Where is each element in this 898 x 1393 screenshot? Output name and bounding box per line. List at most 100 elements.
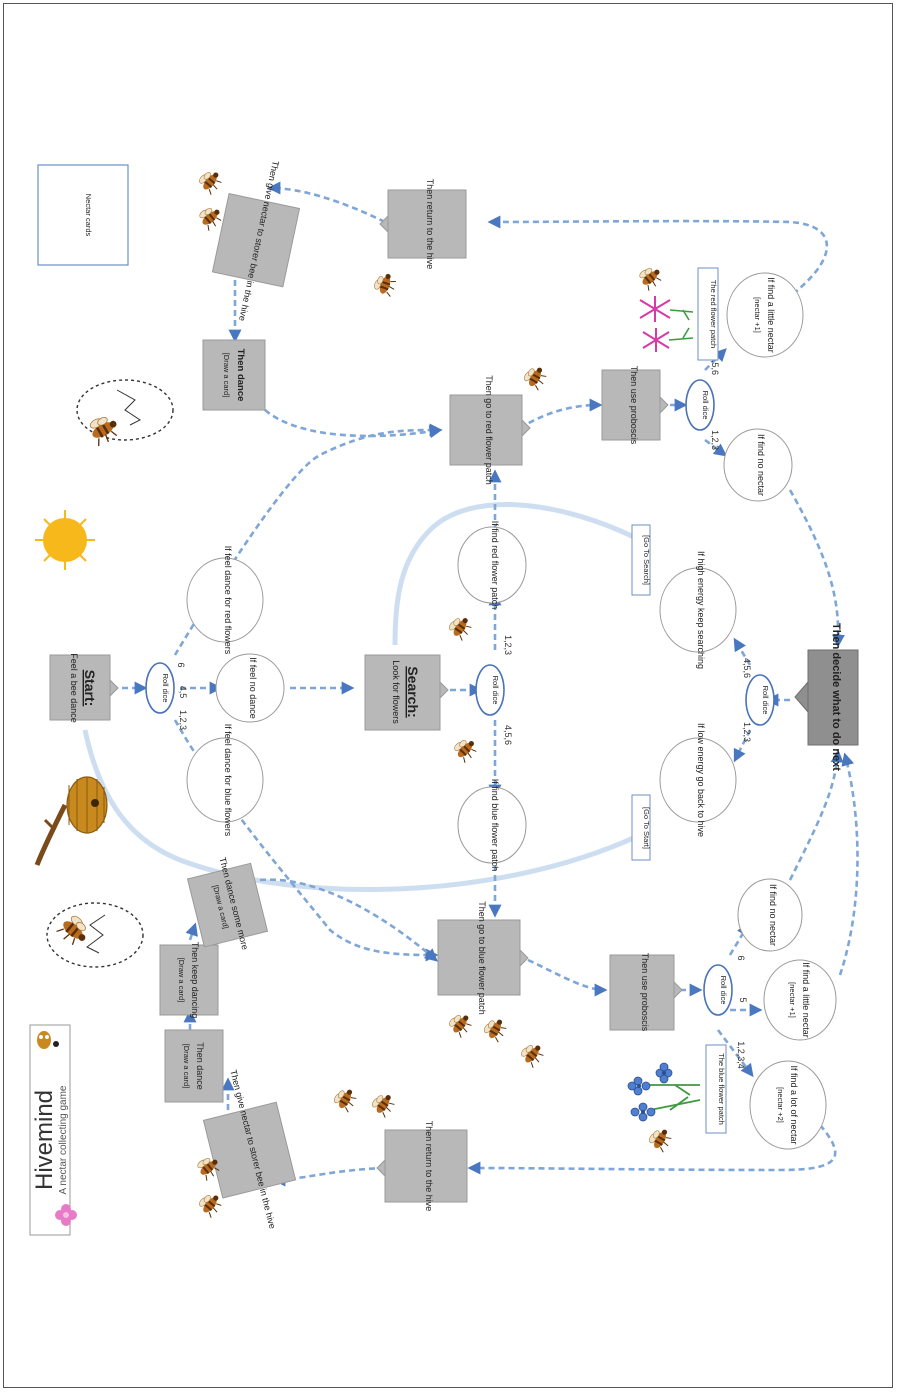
box-text: Then dance: [235, 349, 246, 402]
bee-icon: [518, 1039, 548, 1069]
dice-outcome: 1,2,3: [710, 430, 720, 450]
box-text: Then dance: [195, 1042, 205, 1090]
bee-icon: [446, 1009, 476, 1039]
start-node[interactable]: Start: Feel a bee dance: [49, 653, 119, 723]
search-heading: Search:: [405, 666, 421, 717]
bubble-text: If feel dance for blue flowers: [223, 724, 233, 837]
proboscis-red-box[interactable]: Then use proboscis: [601, 366, 669, 445]
dice-outcome: 4,5: [178, 686, 188, 699]
bee-icon: [196, 1189, 226, 1219]
link-text: [Go To Start]: [642, 807, 651, 849]
dice-label: Roll dice: [719, 976, 728, 1005]
blue-roll-dice[interactable]: Roll dice: [703, 964, 733, 1016]
nectar-tag: [nectar +1]: [753, 297, 762, 333]
bee-icon: [451, 734, 481, 764]
bee-icon: [481, 1014, 510, 1044]
nectar-cards-box[interactable]: Nectar cards: [37, 164, 129, 266]
nectar-tag: [nectar +1]: [788, 982, 797, 1018]
bubble-find-red: If find red flower patch: [457, 521, 527, 610]
search-roll-dice[interactable]: Roll dice: [475, 664, 505, 716]
bee-icon: [331, 1084, 360, 1114]
bubble-red-no-nectar: If find no nectar: [723, 428, 793, 502]
pink-flower-icon: [55, 1204, 77, 1226]
dance-bottom-box[interactable]: Then dance [Draw a card]: [164, 1029, 224, 1103]
bubble-text: If feel no dance: [248, 657, 258, 719]
start-heading: Start:: [82, 670, 98, 707]
page-border: [3, 3, 893, 1388]
dice-outcome: 4,5,6: [742, 658, 752, 678]
decide-node[interactable]: Then decide what to do next: [794, 623, 859, 771]
box-text: Then return to the hive: [425, 179, 435, 270]
dice-outcome: 5: [738, 997, 748, 1002]
dice-label: Roll dice: [491, 676, 500, 705]
card-tag: [Draw a card]: [182, 1044, 191, 1089]
dice-outcome: 4,5,6: [710, 355, 720, 375]
start-roll-dice[interactable]: Roll dice: [145, 662, 175, 714]
link-text: [Go To Search]: [642, 535, 651, 585]
bubble-feel-none: If feel no dance: [215, 653, 285, 723]
box-text: Then use proboscis: [640, 953, 650, 1032]
dice-outcome: 1,2,3,4: [736, 1041, 746, 1069]
start-text: Feel a bee dance: [69, 653, 79, 723]
card-tag: [Draw a card]: [222, 353, 231, 398]
dice-outcome: 1,2,3: [503, 635, 513, 655]
dance-more-box[interactable]: Then dance some more [Draw a card]: [184, 851, 270, 959]
bubble-high-energy: If high energy keep searching: [659, 551, 737, 669]
beehive-icon: [34, 776, 108, 866]
box-text: Then use proboscis: [629, 366, 639, 445]
dice-label: Roll dice: [161, 674, 170, 703]
blue-flower-icon: [627, 1062, 701, 1122]
subtitle-text: A nectar collecting game: [58, 1085, 69, 1194]
blue-patch-label: The blue flower patch: [705, 1044, 727, 1134]
bee-icon: [372, 270, 399, 298]
bubble-find-blue: If find blue flower patch: [457, 779, 527, 871]
keep-dancing-box[interactable]: Then keep dancing [Draw a card]: [159, 942, 219, 1019]
bee-icon: [196, 202, 226, 232]
bubble-text: If low energy go back to hive: [696, 723, 706, 837]
patch-label-text: The blue flower patch: [717, 1053, 726, 1125]
bee-icon: [636, 262, 666, 292]
bubble-blue-lot: If find a lot of nectar [nectar +2]: [749, 1060, 827, 1150]
search-text: Look for flowers: [391, 660, 401, 724]
dice-outcome: 6: [176, 662, 186, 667]
patch-label-text: The red flower patch: [709, 280, 718, 348]
dice-label: Roll dice: [761, 686, 770, 715]
proboscis-blue-box[interactable]: Then use proboscis: [609, 953, 683, 1032]
decide-roll-dice[interactable]: Roll dice: [745, 674, 775, 726]
nectar-tag: [nectar +2]: [776, 1087, 785, 1123]
bubble-blue-little: If find a little nectar [nectar +1]: [763, 959, 837, 1041]
bubble-low-energy: If low energy go back to hive: [659, 723, 737, 837]
bee-icon: [446, 612, 476, 642]
box-text: Then return to the hive: [424, 1121, 434, 1212]
return-bottom-box[interactable]: Then return to the hive: [376, 1121, 468, 1212]
go-blue-box[interactable]: Then go to blue flower patch: [437, 901, 529, 1015]
dice-outcome: 1,2,3: [742, 722, 752, 742]
dice-outcome: 1,2,3: [178, 710, 188, 730]
search-node[interactable]: Search: Look for flowers: [364, 654, 449, 731]
bee-icon: [369, 1089, 399, 1119]
nectar-cards-label: Nectar cards: [84, 194, 93, 237]
dance-top-box[interactable]: Then dance [Draw a card]: [202, 339, 266, 411]
return-top-box[interactable]: Then return to the hive: [379, 179, 467, 270]
owl-logo-icon: [37, 1031, 59, 1049]
dancing-bee-icon: [76, 379, 174, 448]
bubble-feel-red: If feel dance for red flowers: [186, 546, 264, 655]
bubble-text: If find red flower patch: [490, 521, 500, 610]
bubble-feel-blue: If feel dance for blue flowers: [186, 724, 264, 837]
red-patch-label: The red flower patch: [697, 267, 719, 361]
go-red-box[interactable]: Then go to red flower patch: [449, 375, 531, 485]
bubble-text: If feel dance for red flowers: [223, 546, 233, 655]
box-text: Then go to red flower patch: [484, 375, 494, 485]
decide-text: Then decide what to do next: [830, 623, 842, 771]
go-to-start-link[interactable]: [Go To Start]: [631, 794, 651, 861]
go-to-search-link[interactable]: [Go To Search]: [631, 524, 651, 596]
bubble-text: If find no nectar: [768, 884, 778, 946]
dice-outcome: 6: [736, 955, 746, 960]
bubble-text: If find a lot of nectar: [789, 1065, 799, 1144]
give-nectar-top-box[interactable]: Then give nectar to storer bee in the hi…: [204, 153, 308, 328]
flow-connectors: [112, 181, 859, 1187]
bubble-text: If high energy keep searching: [696, 551, 706, 669]
bee-icon: [196, 166, 226, 196]
red-roll-dice[interactable]: Roll dice: [685, 379, 715, 431]
